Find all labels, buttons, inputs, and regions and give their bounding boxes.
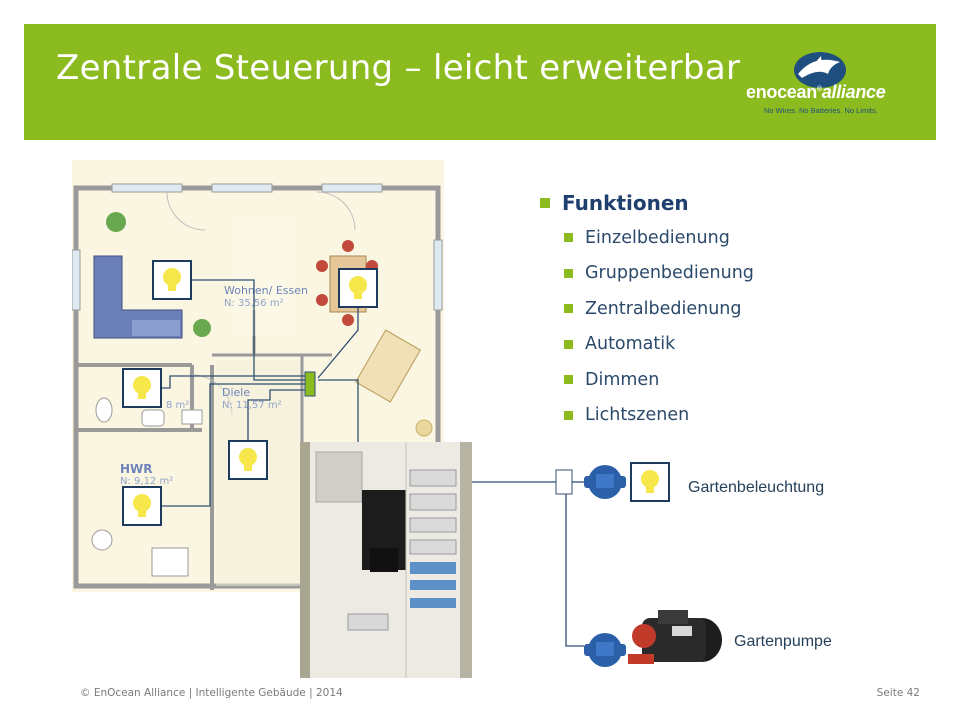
bullet-square — [564, 410, 573, 420]
room-area-diele: N: 11,57 m² — [222, 400, 282, 411]
pump-icon — [628, 610, 722, 664]
room-label-hwr: HWR — [120, 462, 153, 476]
list-item-text: Einzelbedienung — [585, 227, 730, 248]
list-item: Zentralbedienung — [540, 291, 920, 327]
list-item-text: Lichtszenen — [585, 405, 690, 426]
bullet-square — [564, 304, 573, 314]
bullet-square — [540, 198, 550, 208]
functions-heading: Funktionen — [540, 186, 920, 220]
list-item: Dimmen — [540, 362, 920, 398]
fuse-box-drawing — [300, 442, 472, 678]
room-area-hwr: N: 9,12 m² — [120, 476, 174, 487]
list-item-text: Automatik — [585, 334, 676, 355]
list-item: Einzelbedienung — [540, 220, 920, 256]
list-item-text: Dimmen — [585, 369, 660, 390]
fuse-box-photo — [300, 442, 472, 678]
light-bulb-icon — [122, 486, 162, 526]
logo-tagline: No Wires. No Batteries. No Limits. — [764, 106, 878, 115]
slide-title: Zentrale Steuerung – leicht erweiterbar — [56, 48, 741, 88]
enocean-alliance-logo: enocean®alliance No Wires. No Batteries.… — [718, 44, 914, 124]
header-bar — [24, 24, 936, 140]
list-item: Gruppenbedienung — [540, 256, 920, 292]
logo-brand-second: alliance — [821, 82, 886, 102]
room-label-wohnen: Wohnen/ Essen — [224, 284, 308, 297]
bullet-square — [564, 375, 573, 385]
bullet-square — [564, 268, 573, 278]
page-number: Seite 42 — [876, 687, 920, 699]
footer-copyright: © EnOcean Alliance | Intelligente Gebäud… — [80, 687, 343, 699]
list-item: Lichtszenen — [540, 398, 920, 434]
room-area-wohnen: N: 35,56 m² — [224, 298, 284, 309]
garden-light-label: Gartenbeleuchtung — [688, 479, 825, 496]
functions-list: Funktionen Einzelbedienung Gruppenbedien… — [540, 186, 920, 433]
logo-brand-reg: ® — [816, 86, 822, 93]
functions-heading-text: Funktionen — [562, 191, 689, 215]
junction-box — [555, 469, 573, 495]
light-bulb-icon — [338, 268, 378, 308]
actuator-module-icon — [584, 633, 626, 667]
light-bulb-icon — [630, 462, 670, 502]
logo-brand-main: enocean — [746, 82, 817, 102]
list-item: Automatik — [540, 327, 920, 363]
list-item-text: Gruppenbedienung — [585, 263, 754, 284]
garden-pump-label: Gartenpumpe — [734, 633, 832, 650]
logo-wordmark: enocean®alliance — [746, 82, 886, 103]
actuator-module-icon — [584, 465, 626, 499]
room-label-diele: Diele — [222, 386, 251, 399]
room-area-bath: 8 m² — [166, 400, 190, 411]
bullet-square — [564, 233, 573, 243]
light-bulb-icon — [228, 440, 268, 480]
bullet-square — [564, 339, 573, 349]
light-bulb-icon — [122, 368, 162, 408]
dolphin-icon — [794, 52, 846, 88]
light-bulb-icon — [152, 260, 192, 300]
list-item-text: Zentralbedienung — [585, 298, 742, 319]
